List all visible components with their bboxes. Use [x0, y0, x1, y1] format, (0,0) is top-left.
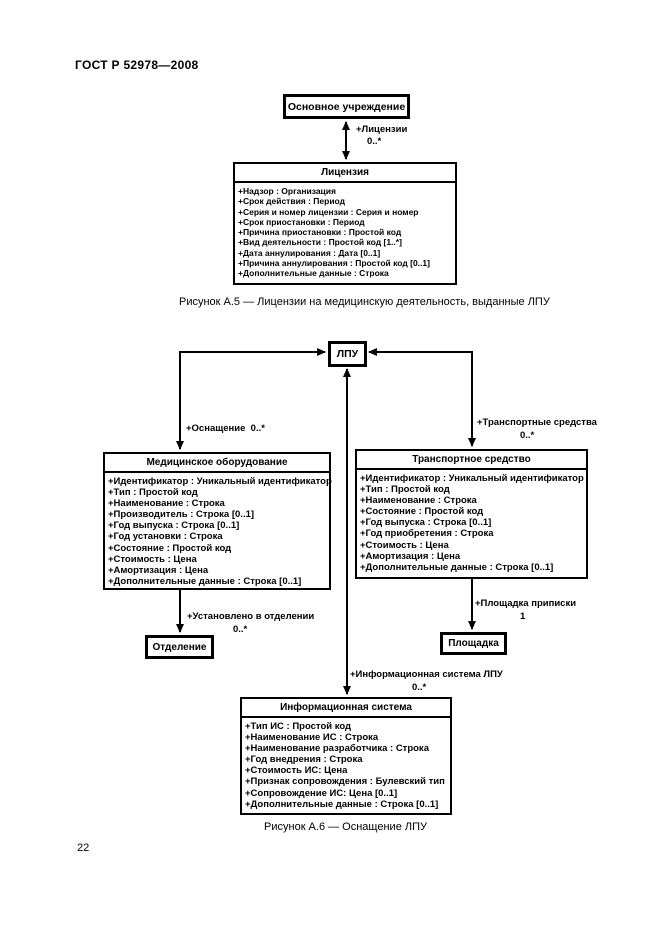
class-attribute: +Тип ИС : Простой код: [245, 721, 352, 732]
class-attribute: +Серия и номер лицензии : Серия и номер: [238, 206, 419, 217]
class-transport-attributes: +Идентификатор : Уникальный идентификато…: [357, 470, 586, 573]
class-attribute: +Причина приостановки : Простой код: [238, 227, 402, 238]
class-attribute: +Дополнительные данные : Строка [0..1]: [245, 798, 439, 810]
class-attribute: +Состояние : Простой код: [360, 506, 484, 518]
page-number: 22: [77, 842, 90, 854]
class-info-system-title: Информационная система: [242, 699, 450, 718]
class-attribute: +Амортизация : Цена: [108, 564, 209, 576]
class-attribute: +Идентификатор : Уникальный идентификато…: [360, 473, 584, 484]
node-main-institution: Основное учреждение: [283, 94, 410, 119]
class-attribute: +Дополнительные данные : Строка [0..1]: [108, 575, 302, 587]
class-attribute: +Год выпуска : Строка [0..1]: [360, 517, 492, 529]
edge-label-infosystem-role: +Информационная система ЛПУ: [350, 669, 503, 680]
class-attribute: +Сопровождение ИС: Цена [0..1]: [245, 787, 398, 799]
class-attribute: +Тип : Простой код: [360, 484, 450, 496]
class-info-system: Информационная система +Тип ИС : Простой…: [240, 697, 452, 815]
node-main-institution-label: Основное учреждение: [287, 100, 406, 113]
class-attribute: +Стоимость : Цена: [108, 553, 197, 565]
class-attribute: +Причина аннулирования : Простой код [0.…: [238, 258, 430, 269]
class-info-system-attributes: +Тип ИС : Простой код+Наименование ИС : …: [242, 718, 450, 810]
class-transport: Транспортное средство +Идентификатор : У…: [355, 449, 588, 579]
class-attribute: +Признак сопровождения : Булевский тип: [245, 776, 445, 788]
page-header: ГОСТ Р 52978—2008: [75, 58, 199, 72]
figure-a5-caption: Рисунок А.5 — Лицензии на медицинскую де…: [179, 296, 550, 308]
class-attribute: +Стоимость : Цена: [360, 539, 449, 551]
class-license-title: Лицензия: [235, 164, 455, 183]
edge-label-licenses-multiplicity: 0..*: [367, 136, 382, 147]
node-department: Отделение: [145, 635, 214, 659]
class-attribute: +Год внедрения : Строка: [245, 754, 363, 766]
class-attribute: +Амортизация : Цена: [360, 550, 461, 562]
class-medical-equipment-title: Медицинское оборудование: [105, 454, 329, 473]
class-attribute: +Состояние : Простой код: [108, 542, 232, 554]
edge-label-equipment-role: +Оснащение 0..*: [186, 423, 265, 434]
class-medical-equipment: Медицинское оборудование +Идентификатор …: [103, 452, 332, 590]
node-lpu-label: ЛПУ: [336, 348, 359, 360]
class-transport-title: Транспортное средство: [357, 451, 586, 470]
class-attribute: +Год выпуска : Строка [0..1]: [108, 520, 240, 532]
class-attribute: +Дата аннулирования : Дата [0..1]: [238, 247, 381, 258]
node-site-label: Площадка: [448, 638, 499, 649]
class-attribute: +Производитель : Строка [0..1]: [108, 509, 255, 521]
class-attribute: +Вид деятельности : Простой код [1..*]: [238, 237, 402, 248]
class-attribute: +Наименование разработчика : Строка: [245, 743, 429, 755]
class-attribute: +Год установки : Строка: [108, 531, 223, 543]
figure-a6-caption: Рисунок А.6 — Оснащение ЛПУ: [264, 821, 427, 833]
class-attribute: +Срок приостановки : Период: [238, 216, 365, 227]
edge-label-department-multiplicity: 0..*: [233, 624, 248, 635]
class-attribute: +Надзор : Организация: [238, 186, 336, 196]
edge-label-infosystem-multiplicity: 0..*: [412, 682, 427, 693]
class-attribute: +Идентификатор : Уникальный идентификато…: [108, 476, 332, 487]
node-department-label: Отделение: [152, 641, 207, 653]
node-lpu: ЛПУ: [328, 341, 367, 367]
node-site: Площадка: [440, 632, 507, 655]
class-attribute: +Тип : Простой код: [108, 487, 198, 499]
class-attribute: +Стоимость ИС: Цена: [245, 765, 348, 777]
class-attribute: +Срок действия : Период: [238, 196, 346, 207]
edge-label-site-role: +Площадка приписки: [475, 598, 577, 609]
class-attribute: +Наименование : Строка: [108, 498, 225, 510]
edge-label-transport-role: +Транспортные средства: [477, 417, 597, 428]
class-attribute: +Год приобретения : Строка: [360, 528, 494, 540]
edge-label-licenses-role: +Лицензии: [356, 124, 408, 135]
edge-label-site-multiplicity: 1: [520, 611, 526, 622]
edge-label-department-role: +Установлено в отделении: [187, 611, 315, 622]
class-license: Лицензия +Надзор : Организация+Срок дейс…: [233, 162, 457, 285]
class-attribute: +Наименование : Строка: [360, 495, 477, 507]
class-attribute: +Наименование ИС : Строка: [245, 732, 379, 744]
class-attribute: +Дополнительные данные : Строка: [238, 268, 389, 279]
class-attribute: +Дополнительные данные : Строка [0..1]: [360, 561, 554, 573]
class-medical-equipment-attributes: +Идентификатор : Уникальный идентификато…: [105, 473, 332, 587]
class-license-attributes: +Надзор : Организация+Срок действия : Пе…: [235, 183, 455, 279]
edge-label-transport-multiplicity: 0..*: [520, 430, 535, 441]
